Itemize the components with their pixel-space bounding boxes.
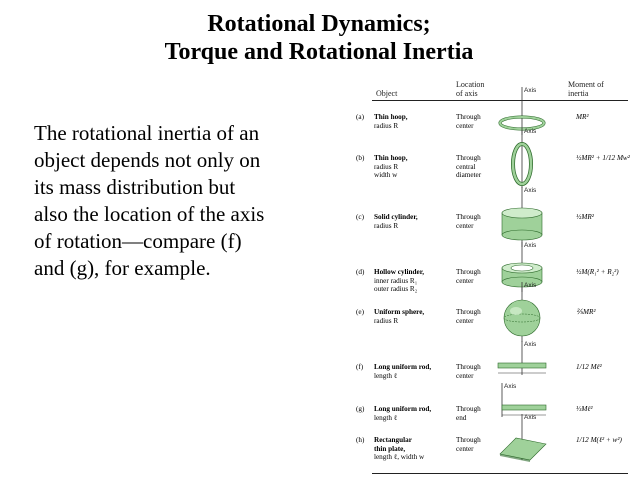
- header-moment: Moment of inertia: [568, 80, 604, 98]
- header-object: Object: [376, 89, 398, 98]
- object-name: Thin hoop,: [374, 113, 408, 121]
- row-tag: (h): [356, 436, 365, 444]
- sphere-drawing: Axis: [503, 282, 541, 342]
- row-location: Through center: [456, 213, 481, 230]
- rod-center-drawing: Axis: [497, 341, 547, 375]
- object-desc: length ℓ: [374, 371, 398, 380]
- object-desc: radius R: [374, 221, 399, 230]
- axis-label: Axis: [524, 87, 537, 94]
- row-object: Solid cylinder,radius R: [374, 213, 444, 230]
- row-moment: ⅓Mℓ²: [576, 405, 593, 413]
- object-desc: length ℓ, width w: [374, 453, 425, 461]
- row-tag: (g): [356, 405, 365, 413]
- axis-label: Axis: [524, 414, 537, 421]
- object-name: Long uniform rod,: [374, 363, 432, 371]
- row-location: Through central diameter: [456, 154, 482, 179]
- title-line-1: Rotational Dynamics;: [207, 11, 431, 37]
- object-name: Solid cylinder,: [374, 213, 418, 221]
- table-header: Object Location of axis Moment of inerti…: [354, 80, 630, 102]
- row-object: Uniform sphere,radius R: [374, 308, 444, 325]
- solid-cylinder-drawing: Axis: [501, 187, 543, 247]
- object-name: Uniform sphere,: [374, 308, 425, 316]
- body-line: of rotation—compare (f): [34, 229, 242, 253]
- row-location: Through center: [456, 436, 481, 453]
- row-moment: 1/12 Mℓ²: [576, 363, 602, 371]
- axis-label: Axis: [504, 383, 517, 390]
- row-tag: (a): [356, 113, 364, 121]
- object-desc: radius R: [374, 121, 399, 130]
- axis-label: Axis: [524, 242, 537, 249]
- body-line: also the location of the axis: [34, 202, 265, 226]
- axis-label: Axis: [524, 187, 537, 194]
- body-line: and (g), for example.: [34, 256, 211, 280]
- object-desc: length ℓ: [374, 413, 398, 422]
- row-moment: ½MR² + 1/12 Mw²: [576, 154, 630, 162]
- axis-label: Axis: [524, 282, 537, 289]
- slide-title: Rotational Dynamics; Torque and Rotation…: [0, 10, 638, 66]
- row-location: Through center: [456, 308, 481, 325]
- object-name: Hollow cylinder,: [374, 268, 425, 276]
- axis-label: Axis: [524, 341, 537, 348]
- row-location: Through center: [456, 363, 481, 380]
- row-object: Thin hoop,radius R: [374, 113, 444, 130]
- row-moment: ⅖MR²: [576, 308, 596, 316]
- bottom-rule: [372, 473, 628, 474]
- row-object: Long uniform rod,length ℓ: [374, 405, 444, 422]
- row-object: Thin hoop,radius R width w: [374, 154, 444, 180]
- body-line: its mass distribution but: [34, 175, 236, 199]
- plate-drawing: Axis: [499, 414, 547, 462]
- row-location: Through end: [456, 405, 481, 422]
- row-object: Long uniform rod,length ℓ: [374, 363, 444, 380]
- row-tag: (f): [356, 363, 364, 371]
- hollow-cylinder-drawing: Axis: [501, 242, 543, 292]
- object-name: Long uniform rod,: [374, 405, 432, 413]
- inertia-table: Object Location of axis Moment of inerti…: [354, 80, 630, 475]
- row-tag: (d): [356, 268, 365, 276]
- row-moment: 1/12 M(ℓ² + w²): [576, 436, 622, 444]
- row-tag: (e): [356, 308, 364, 316]
- object-name: Thin hoop,: [374, 154, 408, 162]
- row-object: Hollow cylinder,inner radius R₁ outer ra…: [374, 268, 444, 294]
- row-moment: MR²: [576, 113, 589, 121]
- header-location: Location of axis: [456, 80, 485, 98]
- rod-end-drawing: Axis: [501, 383, 547, 417]
- row-location: Through center: [456, 268, 481, 285]
- object-name: Rectangular thin plate,: [374, 436, 412, 453]
- row-location: Through center: [456, 113, 481, 130]
- object-desc: radius R: [374, 316, 399, 325]
- row-tag: (c): [356, 213, 364, 221]
- row-object: Rectangular thin plate,length ℓ, width w: [374, 436, 444, 462]
- axis-label: Axis: [524, 128, 537, 135]
- body-line: The rotational inertia of an: [34, 121, 260, 145]
- row-moment: ½MR²: [576, 213, 594, 221]
- header-rule: [372, 100, 628, 101]
- row-moment: ½M(R₁² + R₂²): [576, 268, 619, 276]
- hoop-diameter-drawing: Axis: [511, 128, 537, 188]
- object-desc: radius R width w: [374, 162, 399, 180]
- object-desc: inner radius R₁ outer radius R₂: [374, 276, 418, 294]
- title-line-2: Torque and Rotational Inertia: [164, 39, 474, 65]
- body-line: object depends not only on: [34, 148, 261, 172]
- body-paragraph: The rotational inertia of an object depe…: [34, 120, 314, 282]
- row-tag: (b): [356, 154, 365, 162]
